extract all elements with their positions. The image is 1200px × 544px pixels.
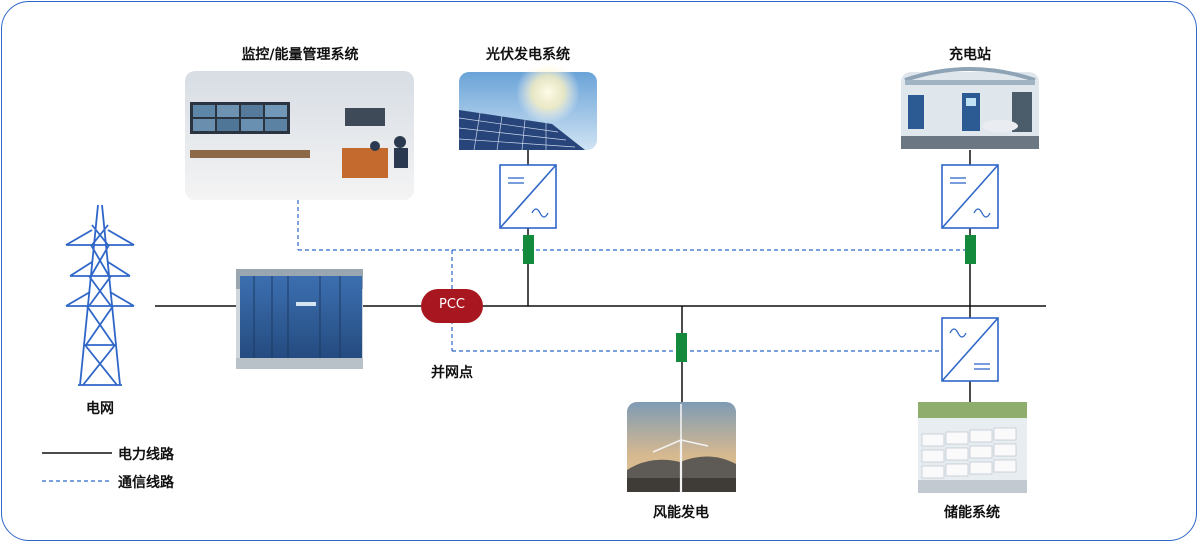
transmission-tower-icon: [65, 204, 135, 386]
charging-meter-icon: [965, 235, 976, 264]
wind-turbine-image: [627, 402, 736, 492]
pv-inverter-icon: [499, 164, 557, 229]
charging-inverter-icon: [941, 164, 999, 229]
energy-storage-image: [918, 402, 1027, 493]
monitoring-system-label: 监控/能量管理系统: [241, 47, 359, 63]
legend-comm-line-label: 通信线路: [118, 475, 174, 491]
pcc-node: [421, 289, 483, 323]
communication-lines: [297, 200, 970, 352]
legend-power-line-label: 电力线路: [118, 447, 174, 463]
meters: [523, 235, 976, 362]
charging-station-label: 充电站: [949, 47, 991, 63]
storage-inverter-icon: [941, 317, 999, 382]
solar-panel-image: [458, 60, 597, 151]
grid-label: 电网: [86, 401, 114, 417]
pv-meter-icon: [523, 235, 534, 264]
charging-station-image: [901, 67, 1039, 149]
pv-system-label: 光伏发电系统: [486, 47, 570, 63]
wind-meter-icon: [676, 333, 687, 362]
energy-management-container-image: [236, 269, 363, 369]
poc-label: 并网点: [431, 365, 473, 381]
pcc-label: PCC: [439, 297, 465, 312]
wind-power-label: 风能发电: [653, 505, 709, 521]
monitoring-center-image: [185, 71, 414, 200]
storage-system-label: 储能系统: [944, 505, 1000, 521]
